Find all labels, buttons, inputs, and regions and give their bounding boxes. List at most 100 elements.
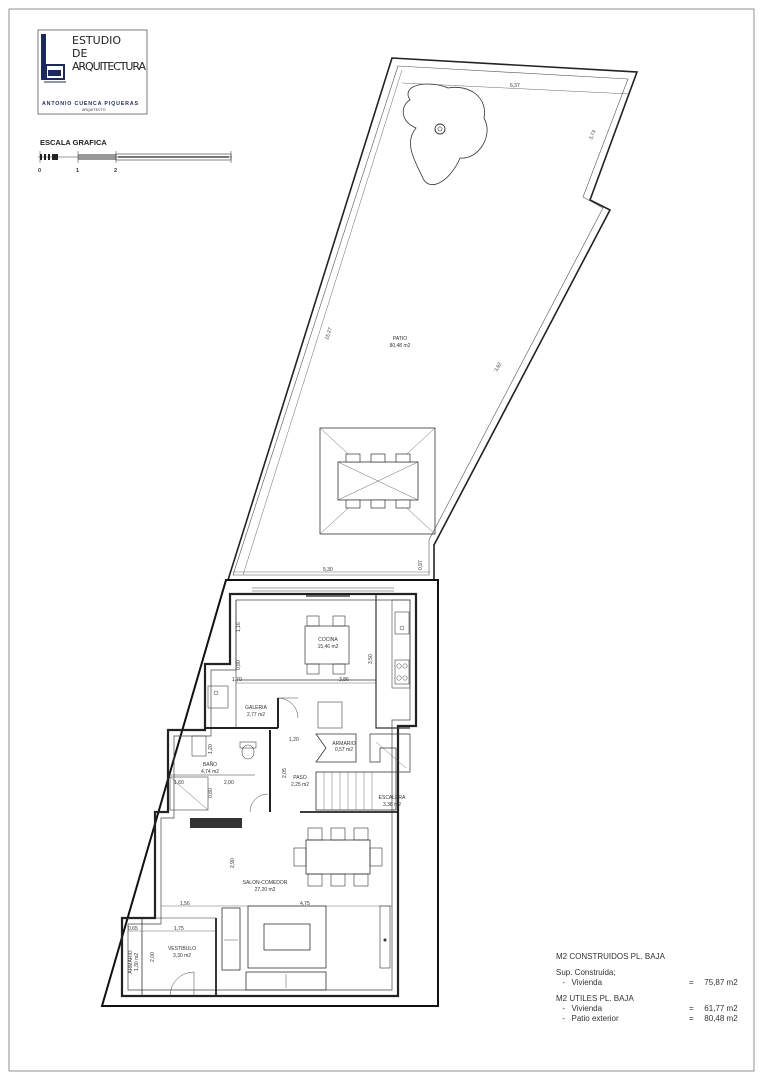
logo-line1: ESTUDIO — [72, 34, 121, 47]
salon-chair-b1 — [307, 873, 323, 887]
scale-label-2: 2 — [114, 168, 117, 174]
dim-kitchen-height: 3,50 — [368, 654, 374, 664]
wall-kitchen-right — [375, 594, 410, 729]
built-row-dash: - — [562, 978, 566, 987]
kitchen-chair-1 — [306, 615, 320, 627]
kitchen-counter-right — [391, 599, 411, 689]
patio-area: 6,37 3,73 15,27 3,92 5,30 0,97 PATIO 80,… — [226, 57, 639, 581]
room-labels: COCINA 15,46 m2 GALERIA 2,77 m2 ARMARIO … — [128, 637, 406, 974]
dim-salon-height: 2,90 — [230, 858, 236, 868]
house-dimensions: 1,16 0,80 1,70 3,86 3,50 1,20 1,20 1,60 … — [128, 622, 392, 962]
vestibulo-area: 3,30 m2 — [173, 953, 191, 959]
scale-label-1: 1 — [76, 168, 79, 174]
patio-name: PATIO — [393, 336, 407, 342]
salon-wall-unit — [379, 905, 391, 969]
armario-pasillo-area: 0,57 m2 — [335, 747, 353, 753]
useful-row-value: 80,48 m2 — [704, 1014, 738, 1023]
kitchen-fridge — [317, 701, 343, 729]
architect-name: ANTONIO CUENCA PIQUERAS — [42, 101, 138, 107]
architect-title: ARQUITECTO — [82, 108, 106, 112]
built-row: - Vivienda = 75,87 m2 — [556, 978, 756, 988]
studio-logo: ESTUDIO DE ARQUITECTURA ANTONIO CUENCA P… — [37, 29, 148, 115]
armario-vest-name: ARMARIO — [128, 950, 134, 973]
patio-chair-b1 — [345, 499, 361, 509]
built-title: M2 CONSTRUIDOS PL. BAJA — [556, 952, 665, 961]
scale-seg-d — [52, 154, 58, 160]
patio-chair-t2 — [370, 453, 386, 463]
dim-salon-right: 4,75 — [300, 901, 310, 907]
dim-vest-b: 1,75 — [174, 926, 184, 932]
useful-row-dash: - — [562, 1004, 566, 1013]
hob-ring-1 — [396, 663, 402, 669]
salon-chair-b3 — [353, 873, 369, 887]
built-row-value: 75,87 m2 — [704, 978, 738, 987]
paso-name: PASO — [293, 775, 307, 781]
bath-sink — [191, 735, 207, 757]
bano-name: BAÑO — [203, 761, 217, 768]
hob-ring-4 — [402, 675, 408, 681]
dim-line-patio-top — [401, 82, 631, 95]
dim-patio-bottom: 5,30 — [323, 567, 333, 573]
dim-patio-step: 0,97 — [418, 560, 424, 570]
logo-mark-block — [48, 70, 61, 76]
built-row-eq: = — [689, 978, 694, 987]
bath-toilet-tank — [239, 741, 257, 749]
dim-hall-width: 1,20 — [289, 737, 299, 743]
salon-chair-left — [293, 847, 307, 867]
dim-vest-a: 0,65 — [128, 926, 138, 932]
cocina-area: 15,46 m2 — [318, 644, 339, 650]
dim-kitchen-width-b: 3,86 — [339, 677, 349, 683]
sheet-border — [8, 8, 755, 1072]
logo-frame — [37, 29, 148, 115]
logo-line2: DE — [72, 47, 87, 60]
salon-chair-t3 — [353, 827, 369, 841]
vestibulo-name: VESTIBULO — [168, 946, 196, 952]
galeria-name: GALERIA — [245, 705, 267, 711]
useful-title: M2 UTILES PL. BAJA — [556, 994, 634, 1003]
tree-canopy — [402, 83, 488, 186]
escalera-area: 3,38 m2 — [383, 802, 401, 808]
dim-line-patio-left — [242, 69, 403, 576]
logo-mark-bar — [41, 34, 46, 80]
useful-row-label: Vivienda — [571, 1004, 603, 1013]
dim-kitchen-width-a: 1,70 — [232, 677, 242, 683]
kitchen-hob — [394, 659, 410, 685]
scale-seg-c — [48, 154, 50, 160]
useful-row-vivienda: - Vivienda = 61,77 m2 — [556, 1004, 756, 1014]
escalera-name: ESCALERA — [379, 795, 406, 801]
useful-row-patio: - Patio exterior = 80,48 m2 — [556, 1014, 756, 1024]
scale-seg-b — [44, 154, 46, 160]
dim-bath-width: 1,60 — [174, 780, 184, 786]
salon-chair-b2 — [330, 873, 346, 887]
salon-dining-table — [305, 839, 371, 875]
dim-patio-right: 3,92 — [493, 361, 503, 373]
patio-chair-t1 — [345, 453, 361, 463]
dim-kitchen-side: 1,16 — [236, 622, 242, 632]
salon-tv-unit — [190, 818, 242, 828]
galeria-washer — [207, 685, 229, 709]
patio-table-diag-2 — [337, 461, 419, 501]
useful-row-dash: - — [562, 1014, 566, 1023]
dim-bath-small: 1,20 — [208, 744, 214, 754]
armario-pasillo-name: ARMARIO — [332, 741, 355, 747]
kitchen-sink — [394, 611, 410, 635]
dim-patio-right-top: 3,73 — [588, 129, 597, 140]
useful-row-label: Patio exterior — [571, 1014, 619, 1023]
patio-chair-b2 — [370, 499, 386, 509]
galeria-area: 2,77 m2 — [247, 712, 265, 718]
scale-seg-e — [78, 154, 116, 160]
galeria-door-swing — [277, 697, 299, 719]
scale-title: ESCALA GRAFICA — [40, 138, 107, 147]
wall-unit-knob — [383, 938, 387, 942]
dim-vest-height: 2,00 — [150, 952, 156, 962]
house-exterior-walls-inner — [127, 599, 411, 991]
bath-shower-tray — [169, 776, 209, 811]
entrance-door-swing — [169, 971, 195, 997]
paso-area: 2,25 m2 — [291, 782, 309, 788]
scale-label-0: 0 — [38, 168, 41, 174]
bath-toilet-bowl — [241, 744, 255, 760]
logo-mark-step — [45, 64, 65, 80]
tree-trunk — [434, 123, 446, 135]
salon-coffee-table — [263, 923, 311, 951]
salon-rug — [247, 905, 327, 969]
